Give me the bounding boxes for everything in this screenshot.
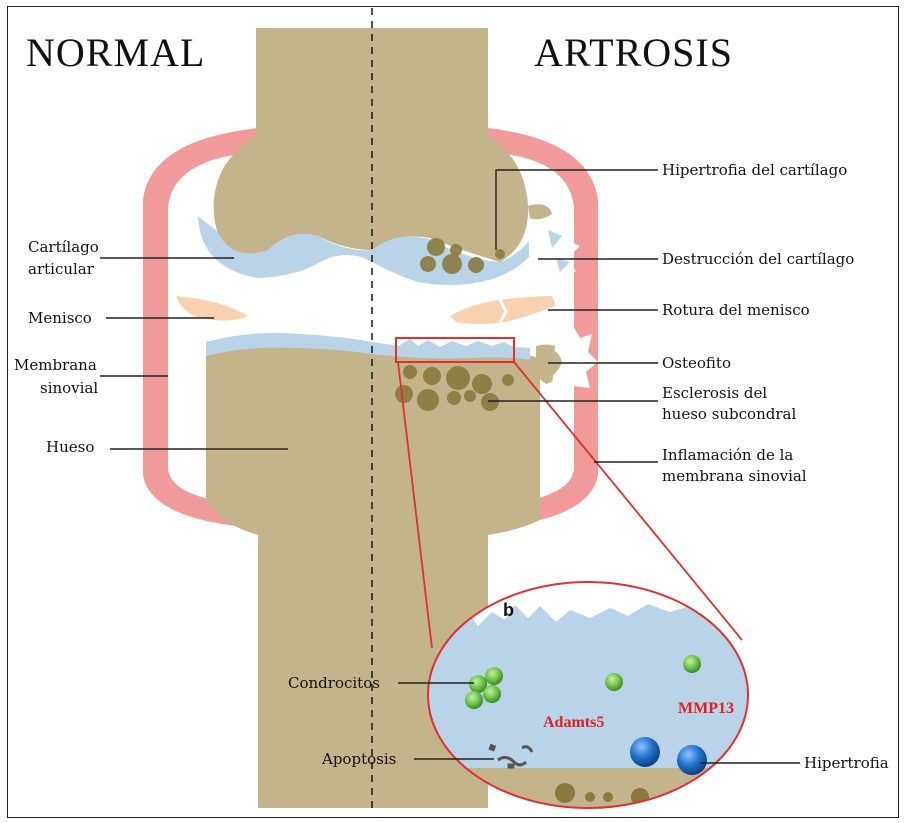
label-inflamacion-line2: membrana sinovial: [662, 467, 807, 485]
label-menisco: Menisco: [28, 309, 92, 327]
label-rotura-menisco: Rotura del menisco: [662, 301, 810, 319]
label-adamts5: Adamts5: [543, 714, 604, 731]
label-condrocitos: Condrocitos: [288, 674, 380, 692]
label-apoptosis: Apoptosis: [321, 750, 396, 768]
label-mmp13: MMP13: [678, 700, 734, 717]
lower-cartilage-erosion: [400, 339, 514, 354]
hypertrophic-cell: [630, 737, 660, 767]
label-cartilago-line1: Cartílago: [28, 238, 99, 256]
label-esclerosis-line2: hueso subcondral: [662, 405, 796, 423]
chondrocyte: [683, 655, 701, 673]
label-membrana-line2: sinovial: [40, 379, 98, 397]
upper-bone: [214, 28, 529, 262]
title-artrosis: ARTROSIS: [534, 30, 733, 75]
hypertrophic-cell: [677, 745, 707, 775]
chondrocyte: [605, 673, 623, 691]
inset-panel-letter: b: [503, 600, 514, 620]
label-hipertrofia-cartilago: Hipertrofia del cartílago: [662, 161, 847, 179]
label-esclerosis-line1: Esclerosis del: [662, 384, 767, 402]
label-hipertrofia: Hipertrofia: [804, 754, 889, 772]
meniscus-left: [176, 296, 248, 321]
label-membrana-line1: Membrana: [14, 356, 97, 374]
label-osteofito: Osteofito: [662, 354, 731, 372]
label-destruccion-cartilago: Destrucción del cartílago: [662, 250, 854, 268]
label-cartilago-line2: articular: [28, 260, 95, 278]
cartilage-destruction-edge: [528, 212, 580, 284]
title-normal: NORMAL: [26, 30, 205, 75]
label-inflamacion-line1: Inflamación de la: [662, 446, 793, 464]
label-hueso: Hueso: [46, 438, 94, 456]
